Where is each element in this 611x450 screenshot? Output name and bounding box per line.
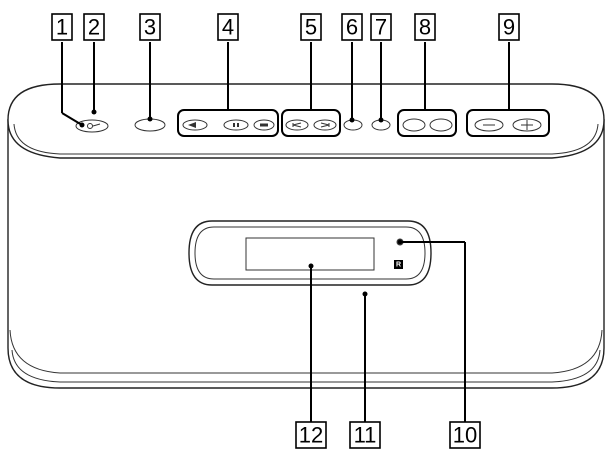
callout-9: 9 xyxy=(498,13,520,41)
volume-up-icon xyxy=(521,120,533,130)
svg-text:4: 4 xyxy=(222,15,234,40)
svg-text:12: 12 xyxy=(299,423,323,448)
preset-button-right[interactable] xyxy=(429,118,453,132)
callout-1: 1 xyxy=(51,13,73,41)
volume-down-button[interactable] xyxy=(474,118,504,132)
callout-10: 10 xyxy=(449,421,481,449)
display-panel: R xyxy=(188,220,432,286)
stop-button[interactable] xyxy=(253,119,275,131)
power-standby-icon xyxy=(87,123,101,129)
volume-up-button[interactable] xyxy=(512,118,542,132)
svg-text:6: 6 xyxy=(346,15,358,40)
callout-11: 11 xyxy=(349,421,381,449)
previous-icon xyxy=(292,122,302,128)
pause-button[interactable] xyxy=(223,119,249,131)
svg-text:1: 1 xyxy=(56,15,68,40)
play-enter-icon xyxy=(188,122,196,128)
callout-6: 6 xyxy=(341,13,363,41)
callout-8: 8 xyxy=(414,13,436,41)
play-enter-button[interactable] xyxy=(182,119,208,131)
leader-lines xyxy=(61,42,510,422)
svg-text:10: 10 xyxy=(453,423,477,448)
power-button[interactable] xyxy=(75,119,109,133)
callout-5: 5 xyxy=(300,13,322,41)
svg-text:5: 5 xyxy=(305,15,317,40)
next-button[interactable] xyxy=(313,119,337,131)
callout-12: 12 xyxy=(295,421,327,449)
pause-icon xyxy=(233,123,239,127)
remote-sensor-mark xyxy=(394,260,403,269)
stop-icon xyxy=(260,123,268,127)
preset-button-left[interactable] xyxy=(402,118,426,132)
previous-button[interactable] xyxy=(285,119,309,131)
callout-3: 3 xyxy=(139,13,161,41)
callout-2: 2 xyxy=(83,13,105,41)
callout-7: 7 xyxy=(370,13,392,41)
remote-sensor-label: R xyxy=(396,262,401,269)
svg-text:3: 3 xyxy=(144,15,156,40)
svg-text:2: 2 xyxy=(88,15,100,40)
next-icon xyxy=(320,122,330,128)
callout-4: 4 xyxy=(217,13,239,41)
preset-group-box xyxy=(397,109,457,137)
svg-text:9: 9 xyxy=(503,15,515,40)
svg-text:7: 7 xyxy=(375,15,387,40)
svg-text:11: 11 xyxy=(354,423,377,448)
svg-text:8: 8 xyxy=(419,15,431,40)
